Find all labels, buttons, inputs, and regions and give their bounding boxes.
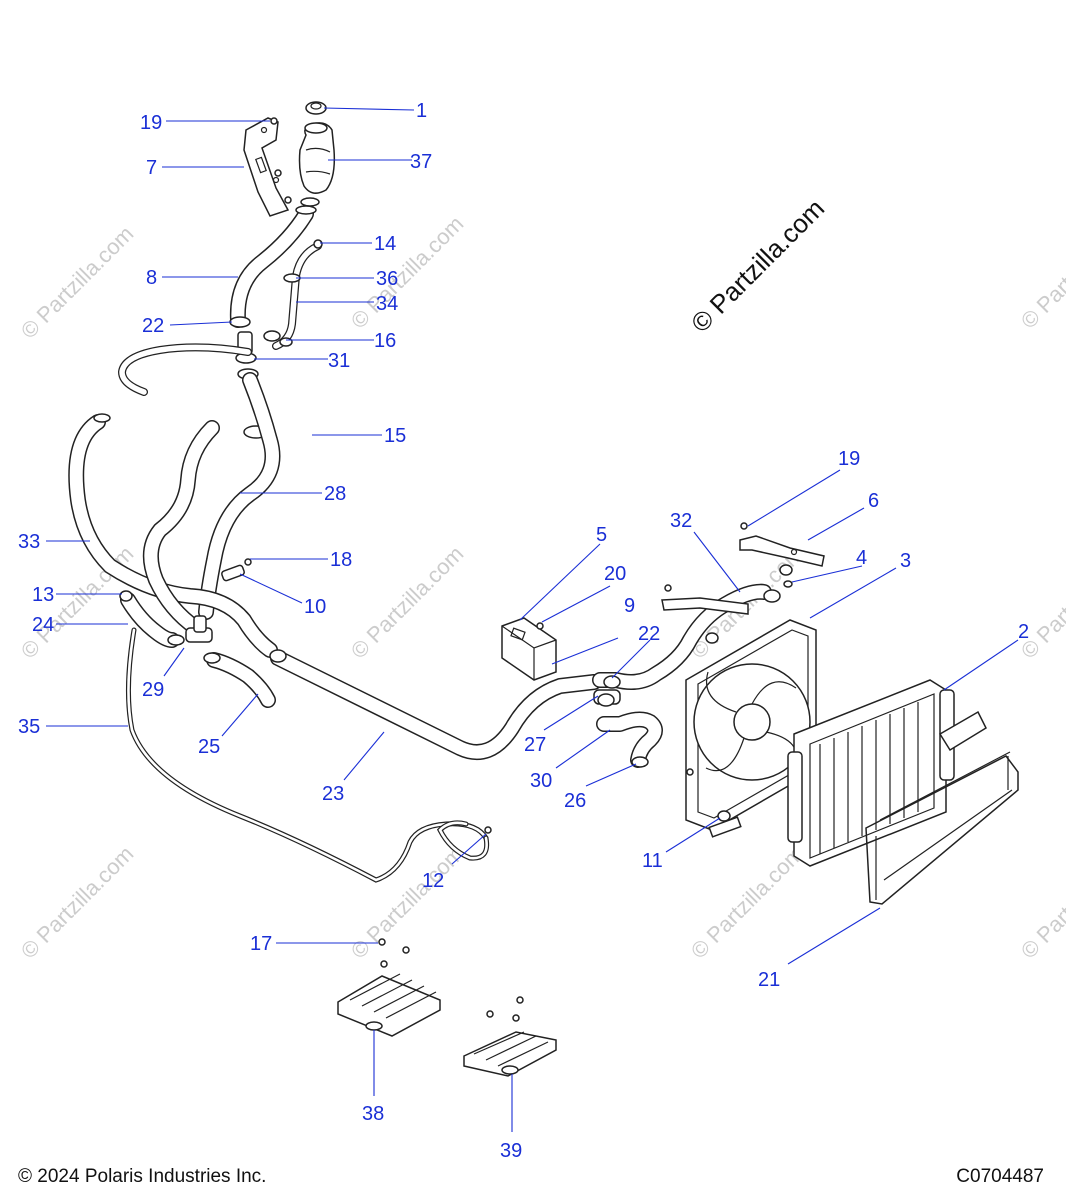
hose-connector bbox=[263, 330, 293, 347]
watermark: © Partzilla.com bbox=[346, 211, 469, 334]
callout-label: 22 bbox=[638, 623, 660, 645]
callout-label: 4 bbox=[856, 547, 867, 569]
coolant-pipe bbox=[269, 649, 602, 760]
callout-label: 35 bbox=[18, 716, 40, 738]
bolt bbox=[380, 960, 388, 968]
line-loop bbox=[436, 820, 490, 861]
bolt bbox=[274, 169, 282, 177]
callout-label: 19 bbox=[838, 448, 860, 470]
fastener bbox=[484, 826, 492, 834]
fastener bbox=[686, 768, 694, 776]
lower-hose-elbow bbox=[596, 711, 663, 768]
coolant-manifold-38 bbox=[337, 973, 441, 1037]
callout-label: 26 bbox=[564, 790, 586, 812]
callout-label: 9 bbox=[624, 595, 635, 617]
callout-label: 29 bbox=[142, 679, 164, 701]
callout-label: 37 bbox=[410, 151, 432, 173]
callout-label: 10 bbox=[304, 596, 326, 618]
watermark: © Partzilla.com bbox=[16, 221, 139, 344]
hose-fitting bbox=[221, 558, 252, 582]
callout-label: 18 bbox=[330, 549, 352, 571]
vent-line bbox=[272, 239, 323, 350]
coolant-hose bbox=[198, 372, 281, 620]
callout-label: 23 bbox=[322, 783, 344, 805]
callout-label: 24 bbox=[32, 614, 54, 636]
small-hose bbox=[203, 652, 276, 708]
copyright-text: © 2024 Polaris Industries Inc. bbox=[18, 1166, 267, 1187]
callout-label: 8 bbox=[146, 267, 157, 289]
callout-label: 12 bbox=[422, 870, 444, 892]
watermark: © Partzilla.com bbox=[346, 541, 469, 664]
callout-label: 20 bbox=[604, 563, 626, 585]
reservoir-hose bbox=[229, 205, 317, 328]
callout-label: 38 bbox=[362, 1103, 384, 1125]
callout-label: 16 bbox=[374, 330, 396, 352]
callout-label: 5 bbox=[596, 524, 607, 546]
callout-label: 32 bbox=[670, 510, 692, 532]
callout-label: 19 bbox=[140, 112, 162, 134]
upper-radiator-hose bbox=[592, 583, 781, 690]
callout-label: 15 bbox=[384, 425, 406, 447]
watermark: © Partzilla.com bbox=[1016, 541, 1066, 664]
watermark: © Partzilla.com bbox=[686, 841, 809, 964]
callout-label: 17 bbox=[250, 933, 272, 955]
bolt bbox=[378, 938, 386, 946]
bolt bbox=[486, 1010, 494, 1018]
radiator-frame bbox=[865, 710, 1019, 905]
watermark: © Partzilla.com bbox=[346, 841, 469, 964]
hose-clamp bbox=[229, 316, 251, 328]
coolant-manifold-39 bbox=[463, 1031, 557, 1077]
overflow-line bbox=[125, 627, 489, 883]
callout-label: 27 bbox=[524, 734, 546, 756]
callout-label: 2 bbox=[1018, 621, 1029, 643]
callout-label: 13 bbox=[32, 584, 54, 606]
callout-label: 25 bbox=[198, 736, 220, 758]
coolant-reservoir bbox=[298, 122, 336, 207]
fan-relay-box bbox=[501, 617, 557, 681]
callout-label: 30 bbox=[530, 770, 552, 792]
watermark: © Partzilla.com bbox=[16, 841, 139, 964]
nut bbox=[705, 632, 719, 644]
nut bbox=[717, 810, 731, 822]
callout-label: 6 bbox=[868, 490, 879, 512]
nut bbox=[783, 580, 793, 588]
leader-lines bbox=[46, 107, 1019, 1132]
bolt bbox=[512, 1014, 520, 1022]
bolt bbox=[284, 196, 292, 204]
callout-label: 7 bbox=[146, 157, 157, 179]
bypass-hose bbox=[118, 343, 252, 396]
nut bbox=[779, 564, 793, 576]
bolt bbox=[402, 946, 410, 954]
callout-label: 11 bbox=[642, 850, 663, 872]
callout-label: 3 bbox=[900, 550, 911, 572]
callout-label: 14 bbox=[374, 233, 396, 255]
callout-label: 36 bbox=[376, 268, 398, 290]
watermark: © Partzilla.com bbox=[1016, 841, 1066, 964]
callout-label: 33 bbox=[18, 531, 40, 553]
hose-elbow bbox=[593, 689, 621, 707]
heater-hose bbox=[142, 420, 220, 636]
callout-label: 39 bbox=[500, 1140, 522, 1162]
long-coolant-hose bbox=[68, 413, 278, 658]
fan-bracket-upper bbox=[739, 522, 825, 567]
main-watermark: © Partzilla.com bbox=[685, 193, 830, 338]
watermark: © Partzilla.com bbox=[1016, 211, 1066, 334]
bolt bbox=[516, 996, 524, 1004]
fan-bracket-lower bbox=[661, 584, 749, 615]
reservoir-cap bbox=[305, 101, 327, 115]
callout-label: 28 bbox=[324, 483, 346, 505]
tee-fitting bbox=[167, 615, 213, 646]
callout-label: 21 bbox=[758, 969, 780, 991]
callout-label: 22 bbox=[142, 315, 164, 337]
drawing-code: C0704487 bbox=[956, 1166, 1044, 1187]
callout-label: 31 bbox=[328, 350, 350, 372]
callout-label: 1 bbox=[416, 100, 427, 122]
callout-label: 34 bbox=[376, 293, 398, 315]
callout-labels: 1 37 19 7 14 8 36 34 22 16 31 15 28 33 1… bbox=[18, 100, 1029, 1162]
bolt bbox=[270, 117, 278, 125]
reservoir-bracket bbox=[243, 117, 290, 217]
